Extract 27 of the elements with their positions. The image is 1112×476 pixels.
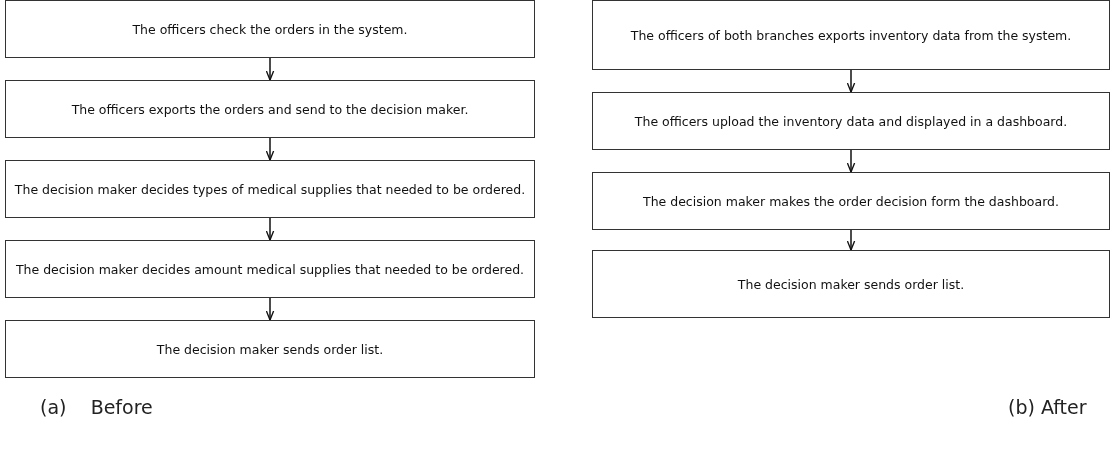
step-text: The decision maker sends order list. [737,275,965,294]
step-text: The officers check the orders in the system. [132,20,408,39]
step-text: The officers of both branches exports inventory data from the system. [630,26,1072,45]
arrow [265,297,275,321]
arrow [846,229,856,251]
step-text: The decision maker decides amount medical supplies that needed to be ordered. [15,260,525,279]
arrow [846,69,856,93]
process-box [592,92,1110,150]
step-text: The officers exports the orders and send to the decision maker. [71,100,469,119]
process-box [5,240,535,298]
step-text: The decision maker sends order list. [156,340,384,359]
arrow [846,149,856,173]
process-box [5,320,535,378]
panel-caption: (b) After [1008,396,1087,418]
arrow [265,217,275,241]
process-box [592,250,1110,318]
arrow [265,57,275,81]
arrow [265,137,275,161]
step-text: The officers upload the inventory data and displayed in a dashboard. [634,112,1068,131]
process-box [5,160,535,218]
step-text: The decision maker decides types of medical supplies that needed to be ordered. [14,180,526,199]
process-box [592,0,1110,70]
step-text: The decision maker makes the order decision form the dashboard. [643,192,1059,211]
process-box [5,80,535,138]
process-box [5,0,535,58]
process-box [592,172,1110,230]
panel-caption: (a) Before [40,396,153,418]
